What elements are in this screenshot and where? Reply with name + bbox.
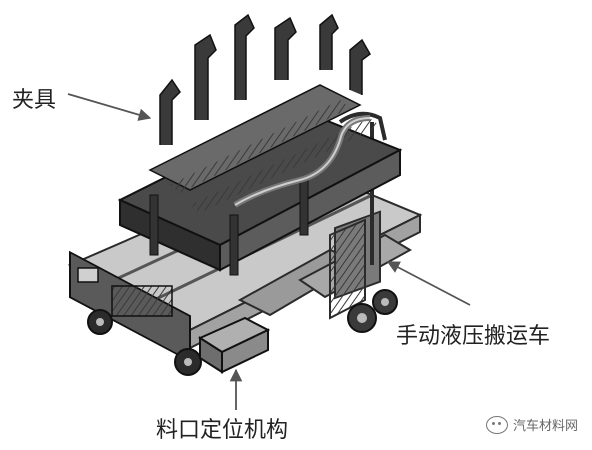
label-locating-mechanism: 料口定位机构 [156,418,289,443]
hydraulic-truck [237,111,413,333]
label-clamp: 夹具 [12,88,57,113]
clamp-fixture [117,13,403,276]
clamp-arrow [67,93,152,121]
wechat-icon [485,415,508,434]
label-hydraulic-truck: 手动液压搬运车 [396,324,551,349]
front-end-plate [69,250,202,376]
locating-mechanism [197,316,271,374]
watermark-text: 汽车材料网 [512,419,578,434]
truck-arrow [386,261,471,306]
watermark: 汽车材料网 [485,415,578,434]
